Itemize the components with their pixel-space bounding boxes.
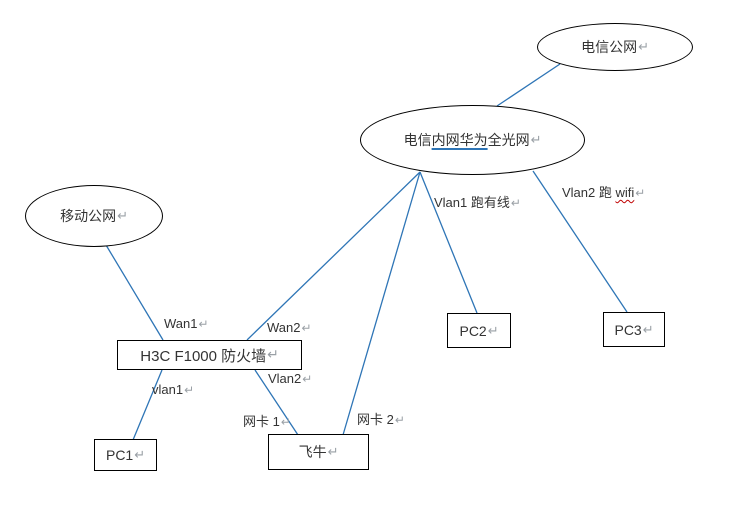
node-pc3[interactable]: PC3↵ <box>603 312 665 347</box>
connector-internal-to-pc3-vlan2[interactable] <box>532 170 628 313</box>
edge-label-text: vlan1 <box>152 382 184 397</box>
node-mobile-public-network[interactable]: 移动公网↵ <box>25 185 163 247</box>
node-label: PC3 <box>614 321 642 338</box>
paragraph-mark-icon: ↵ <box>638 39 649 54</box>
node-label: PC1 <box>105 447 134 463</box>
paragraph-mark-icon: ↵ <box>184 383 195 397</box>
paragraph-mark-icon: ↵ <box>394 413 405 427</box>
node-nas-feiniu[interactable]: 飞牛↵ <box>268 434 369 470</box>
connector-firewall-to-pc1-vlan1[interactable] <box>132 369 163 441</box>
edge-label-vlan2[interactable]: Vlan2↵ <box>268 371 312 386</box>
edge-label-nic2[interactable]: 网卡 2↵ <box>357 409 405 428</box>
edge-label-wan1[interactable]: Wan1↵ <box>164 316 209 331</box>
connector-internal-to-pc2-vlan1[interactable] <box>419 171 478 314</box>
paragraph-mark-icon: ↵ <box>301 321 312 335</box>
paragraph-mark-icon: ↵ <box>327 444 339 459</box>
node-label-grammar-underlined: 内网华为 <box>431 132 488 148</box>
edge-label-nic1[interactable]: 网卡 1↵ <box>243 411 291 430</box>
edge-label-text: 网卡 2 <box>357 412 394 427</box>
paragraph-mark-icon: ↵ <box>530 132 542 147</box>
paragraph-mark-icon: ↵ <box>487 322 499 338</box>
paragraph-mark-icon: ↵ <box>117 208 128 223</box>
paragraph-mark-icon: ↵ <box>642 321 654 337</box>
paragraph-mark-icon: ↵ <box>280 415 291 429</box>
paragraph-mark-icon: ↵ <box>134 447 146 462</box>
node-telecom-internal-network[interactable]: 电信内网华为全光网↵ <box>360 105 585 175</box>
node-label-prefix: 电信 <box>403 132 432 148</box>
edge-label-wan2[interactable]: Wan2↵ <box>267 320 312 335</box>
edge-label-text: Vlan1 跑有线 <box>434 195 510 210</box>
node-label: PC2 <box>459 322 487 339</box>
edge-label-text: Wan1 <box>164 316 198 331</box>
paragraph-mark-icon: ↵ <box>198 317 209 331</box>
connector-internal-to-nas-nic2[interactable] <box>342 171 421 436</box>
node-pc1[interactable]: PC1↵ <box>94 439 157 471</box>
node-label-suffix: 全光网 <box>487 132 530 148</box>
paragraph-mark-icon: ↵ <box>510 196 521 210</box>
connector-firewall-to-nas-nic1[interactable] <box>254 369 299 436</box>
paragraph-mark-icon: ↵ <box>302 372 313 386</box>
edge-label-vlan1-wired[interactable]: Vlan1 跑有线↵ <box>434 192 521 211</box>
edge-label-text: Vlan2 跑 <box>562 185 616 200</box>
edge-label-vlan1[interactable]: vlan1↵ <box>152 382 194 397</box>
node-label: 电信公网 <box>581 39 638 55</box>
node-label: 移动公网 <box>60 208 117 224</box>
edge-label-text: Vlan2 <box>268 371 302 386</box>
connector-telecom-public-to-internal[interactable] <box>496 63 561 107</box>
paragraph-mark-icon: ↵ <box>267 347 279 362</box>
edge-label-text: Wan2 <box>267 320 301 335</box>
connector-mobile-to-firewall-wan1[interactable] <box>105 244 164 341</box>
edge-label-text: 网卡 1 <box>243 414 280 429</box>
paragraph-mark-icon: ↵ <box>635 186 646 200</box>
node-pc2[interactable]: PC2↵ <box>447 313 511 348</box>
node-telecom-public-network[interactable]: 电信公网↵ <box>537 23 693 71</box>
node-label: H3C F1000 防火墙 <box>140 347 267 365</box>
node-label: 飞牛 <box>298 444 327 460</box>
connector-internal-to-firewall-wan2[interactable] <box>246 171 421 341</box>
edge-label-vlan2-wifi[interactable]: Vlan2 跑 wifi↵ <box>562 182 645 201</box>
edge-label-spellcheck-word: wifi <box>615 185 635 200</box>
node-firewall[interactable]: H3C F1000 防火墙↵ <box>117 340 302 370</box>
